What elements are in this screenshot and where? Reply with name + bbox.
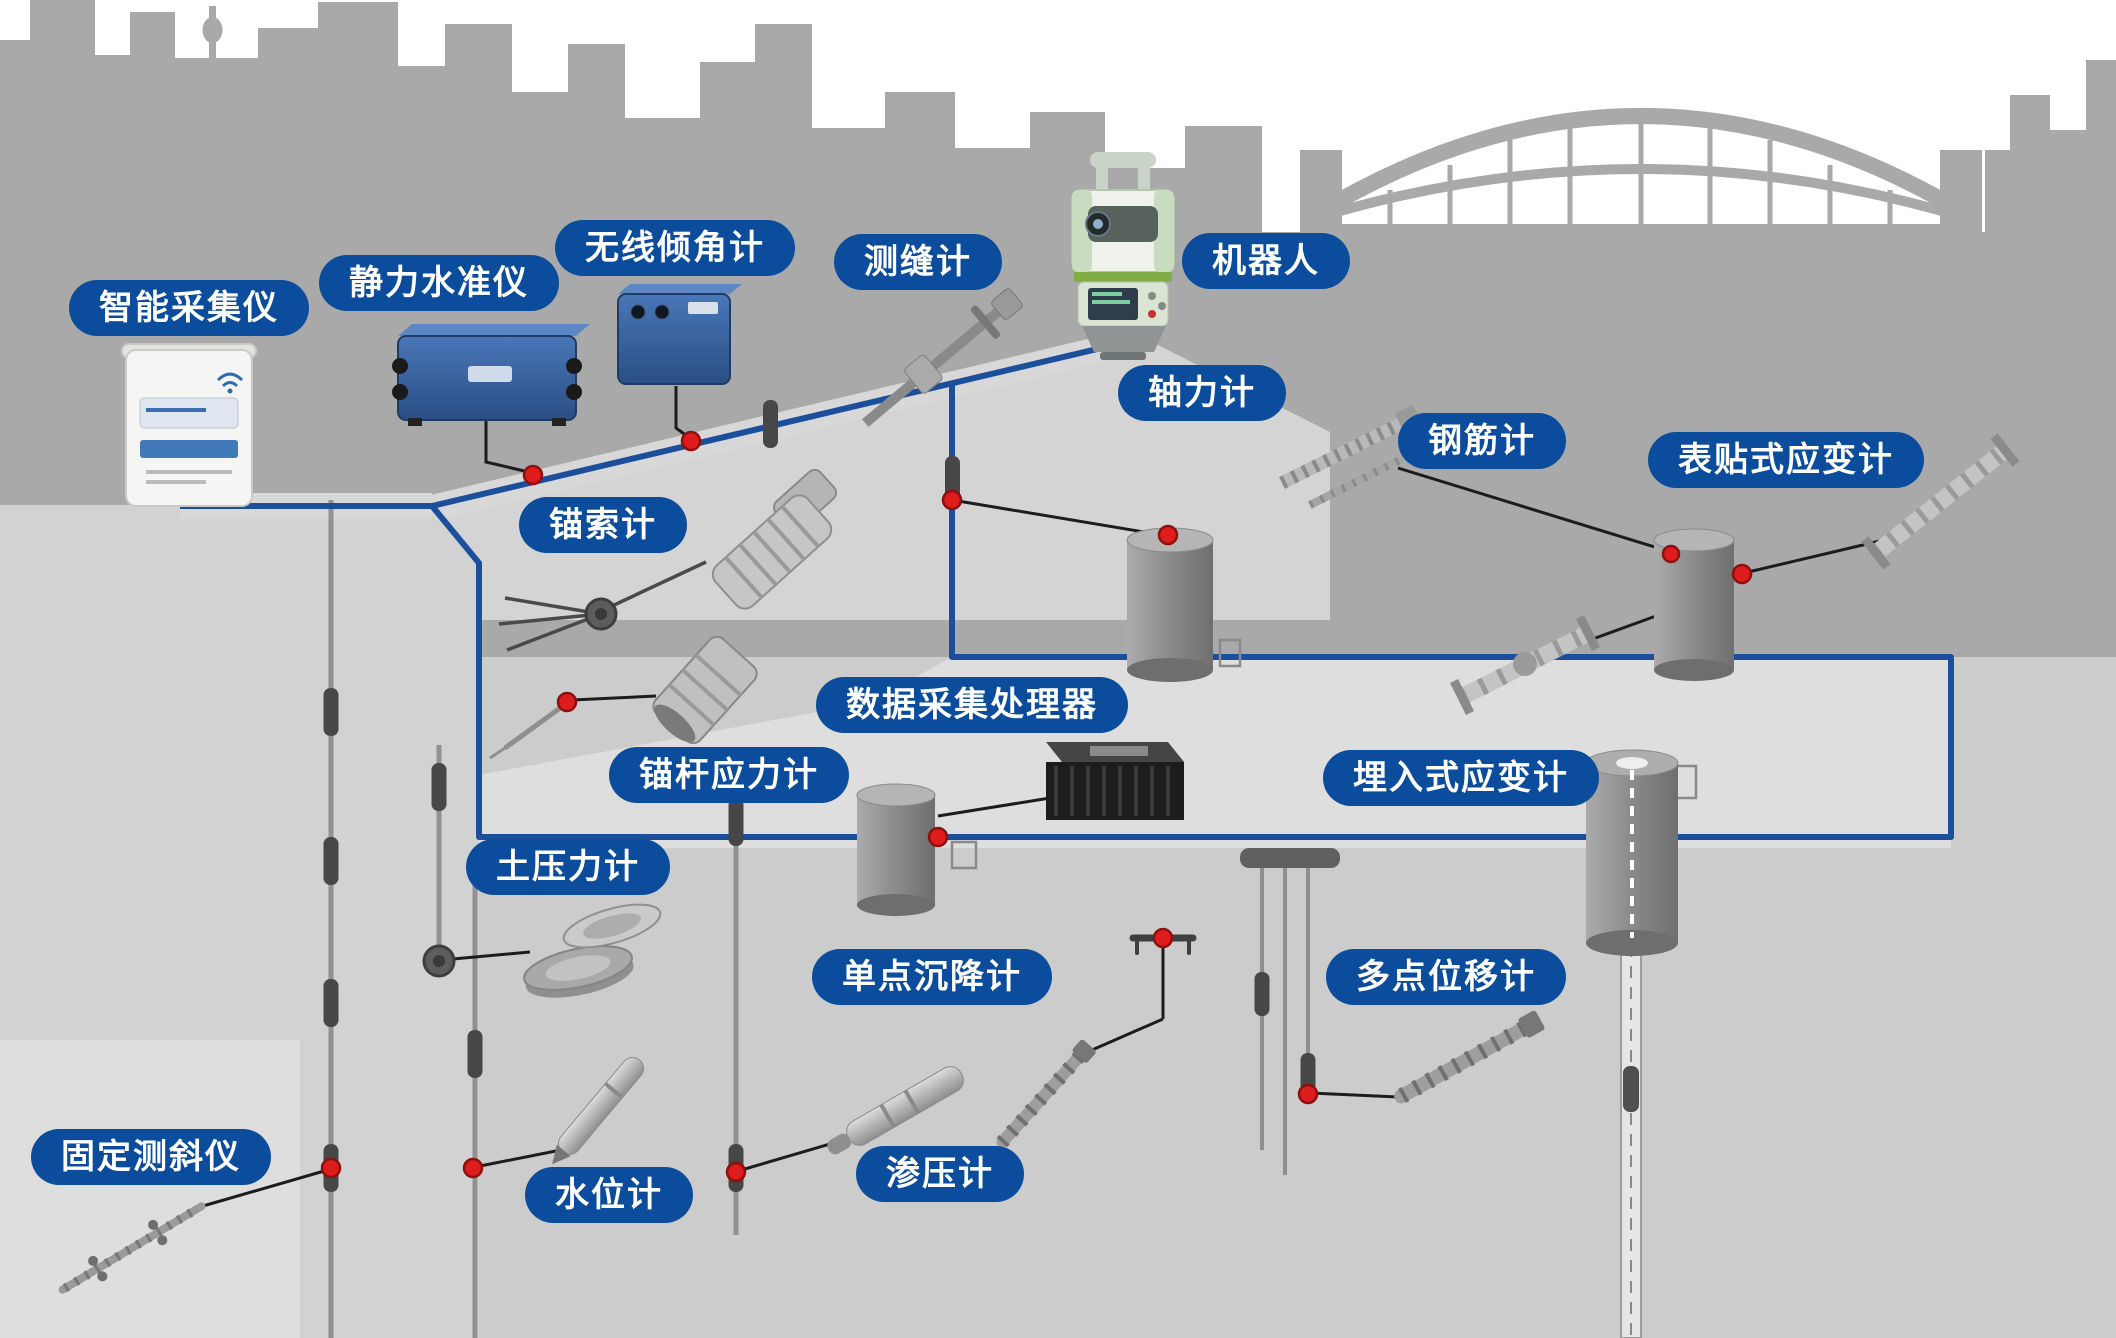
inclinometer-casing-cylinder: [1585, 749, 1679, 956]
label-single-point-settlement: 单点沉降计: [812, 949, 1052, 1005]
label-smart-collector: 智能采集仪: [69, 280, 309, 336]
connector-lines: [202, 386, 1885, 1208]
junction-circles: [422, 597, 618, 978]
surface-strain-gauge-device: [1861, 433, 2020, 570]
total-station-device: [1071, 152, 1175, 360]
piezometer-probe-device: [827, 1066, 964, 1155]
tower-icon: [202, 6, 223, 60]
anchor-bolt-stress-device: [489, 635, 758, 760]
label-surface-strain-gauge: 表贴式应变计: [1648, 432, 1924, 488]
label-crack-meter: 测缝计: [834, 234, 1002, 290]
label-fixed-inclinometer: 固定测斜仪: [31, 1129, 271, 1185]
casing-pipe: [1620, 939, 1642, 1338]
sensor-segments: [323, 400, 1639, 1192]
label-data-processor: 数据采集处理器: [816, 677, 1128, 733]
label-embedded-strain-gauge: 埋入式应变计: [1323, 750, 1599, 806]
label-water-level-meter: 水位计: [525, 1167, 693, 1223]
earth-pressure-cell-device: [523, 903, 662, 998]
red-connection-dots: [320, 430, 1753, 1183]
label-multi-point-extensometer: 多点位移计: [1326, 949, 1566, 1005]
label-rebar-meter: 钢筋计: [1398, 413, 1566, 469]
water-level-probe-device: [552, 1056, 644, 1165]
label-anchor-cable-meter: 锚索计: [519, 497, 687, 553]
fixed-inclinometer-device: [58, 1202, 206, 1294]
anchor-strand-lines: [498, 560, 707, 652]
axial-force-cylinder-device: [1126, 527, 1214, 682]
single-point-settlement-auger: [996, 1039, 1096, 1148]
processor-cylinder-device: [856, 783, 936, 916]
label-static-level: 静力水准仪: [319, 255, 559, 311]
embedded-strain-gauge-device: [1449, 614, 1601, 716]
label-anchor-bolt-stress-meter: 锚杆应力计: [609, 747, 849, 803]
cable-line-network: [180, 334, 1954, 840]
wireless-inclinometer-device: [617, 284, 742, 385]
anchor-cable-meter-device: [711, 468, 838, 610]
label-axial-force-meter: 轴力计: [1118, 365, 1286, 421]
data-logger-cabinet-device: [121, 343, 257, 507]
label-earth-pressure-meter: 土压力计: [466, 839, 670, 895]
static-level-device: [392, 324, 590, 426]
excavation-ground: [0, 325, 2116, 1338]
label-robot-total-station: 机器人: [1182, 233, 1350, 289]
data-processor-device: [1046, 742, 1184, 820]
multi-point-extensometer-auger: [1394, 1010, 1545, 1104]
crack-meter-device: [862, 288, 1023, 427]
rebar-cylinder-device: [1653, 528, 1735, 681]
mount-brackets: [950, 638, 1698, 870]
label-wireless-inclinometer: 无线倾角计: [555, 220, 795, 276]
label-piezometer: 渗压计: [856, 1146, 1024, 1202]
harbour-bridge-silhouette: [1300, 108, 1982, 236]
